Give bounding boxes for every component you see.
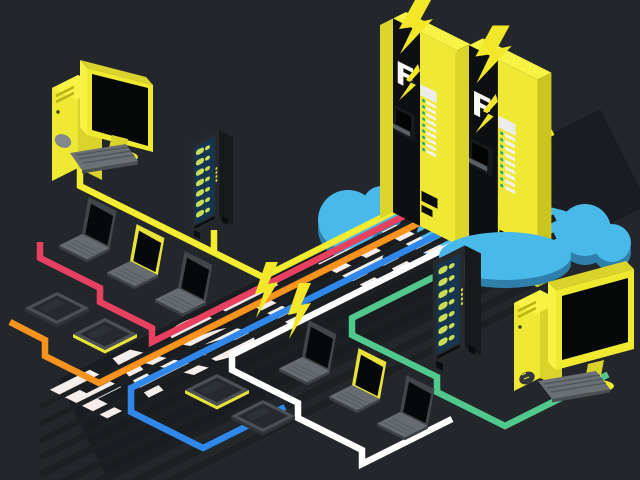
tower-display <box>420 84 437 104</box>
network-line-blue <box>127 183 537 452</box>
tower-slot-rows <box>422 99 437 158</box>
workstation-left <box>52 60 153 181</box>
mouse <box>54 134 72 148</box>
lightning-bolt-icon <box>255 262 278 318</box>
logo-lightning-icon <box>399 63 420 101</box>
keyboard <box>538 371 610 399</box>
network-line-red <box>36 142 547 348</box>
lightning-bolt-icon <box>288 283 311 339</box>
network-line-orange <box>8 159 542 387</box>
lightning-bolt-icon <box>399 0 433 54</box>
mainframe-tower-1: F <box>380 0 470 245</box>
network-line-white <box>228 203 532 470</box>
server-rack-1 <box>191 130 233 239</box>
network-lines <box>8 129 610 470</box>
keyboard <box>70 144 138 170</box>
workstation-right <box>514 261 634 403</box>
network-line-green <box>348 221 610 430</box>
